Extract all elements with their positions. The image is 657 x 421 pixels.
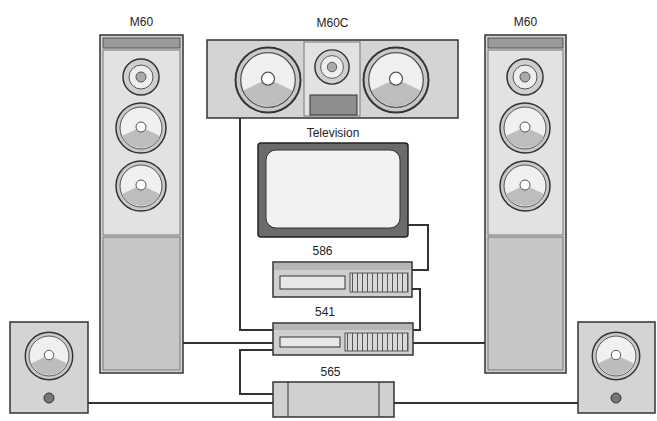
signal-cable (408, 225, 428, 270)
speaker-wire (394, 402, 578, 404)
center-speaker (207, 40, 458, 118)
tower-speaker (100, 35, 183, 373)
center-speaker: M60C (207, 40, 458, 118)
rear-speaker (578, 322, 655, 413)
device-label: Television (307, 127, 360, 140)
device-label: M60 (130, 16, 153, 29)
device-label: M60C (316, 17, 348, 30)
device-label: 586 (312, 245, 332, 258)
television-set (258, 143, 408, 237)
signal-cable (183, 342, 273, 344)
amplifier-unit: 565 (273, 382, 394, 417)
processor-unit: 541 (273, 323, 413, 355)
device-label: M60 (514, 16, 537, 29)
amplifier-unit (273, 382, 394, 417)
television-set: Television (258, 143, 408, 237)
signal-cable (240, 350, 273, 394)
player-unit: 586 (273, 262, 412, 297)
tower-speaker (485, 35, 566, 373)
signal-cable (413, 342, 485, 344)
tower-speaker: M60 (485, 35, 566, 373)
player-unit (273, 262, 412, 297)
tower-speaker: M60 (100, 35, 183, 373)
speaker-wire (88, 402, 273, 404)
processor-unit (273, 323, 413, 355)
signal-cable (412, 289, 420, 330)
rear-speaker (10, 322, 88, 413)
device-label: 541 (315, 306, 335, 319)
device-label: 565 (320, 366, 340, 379)
signal-cable (240, 118, 273, 330)
